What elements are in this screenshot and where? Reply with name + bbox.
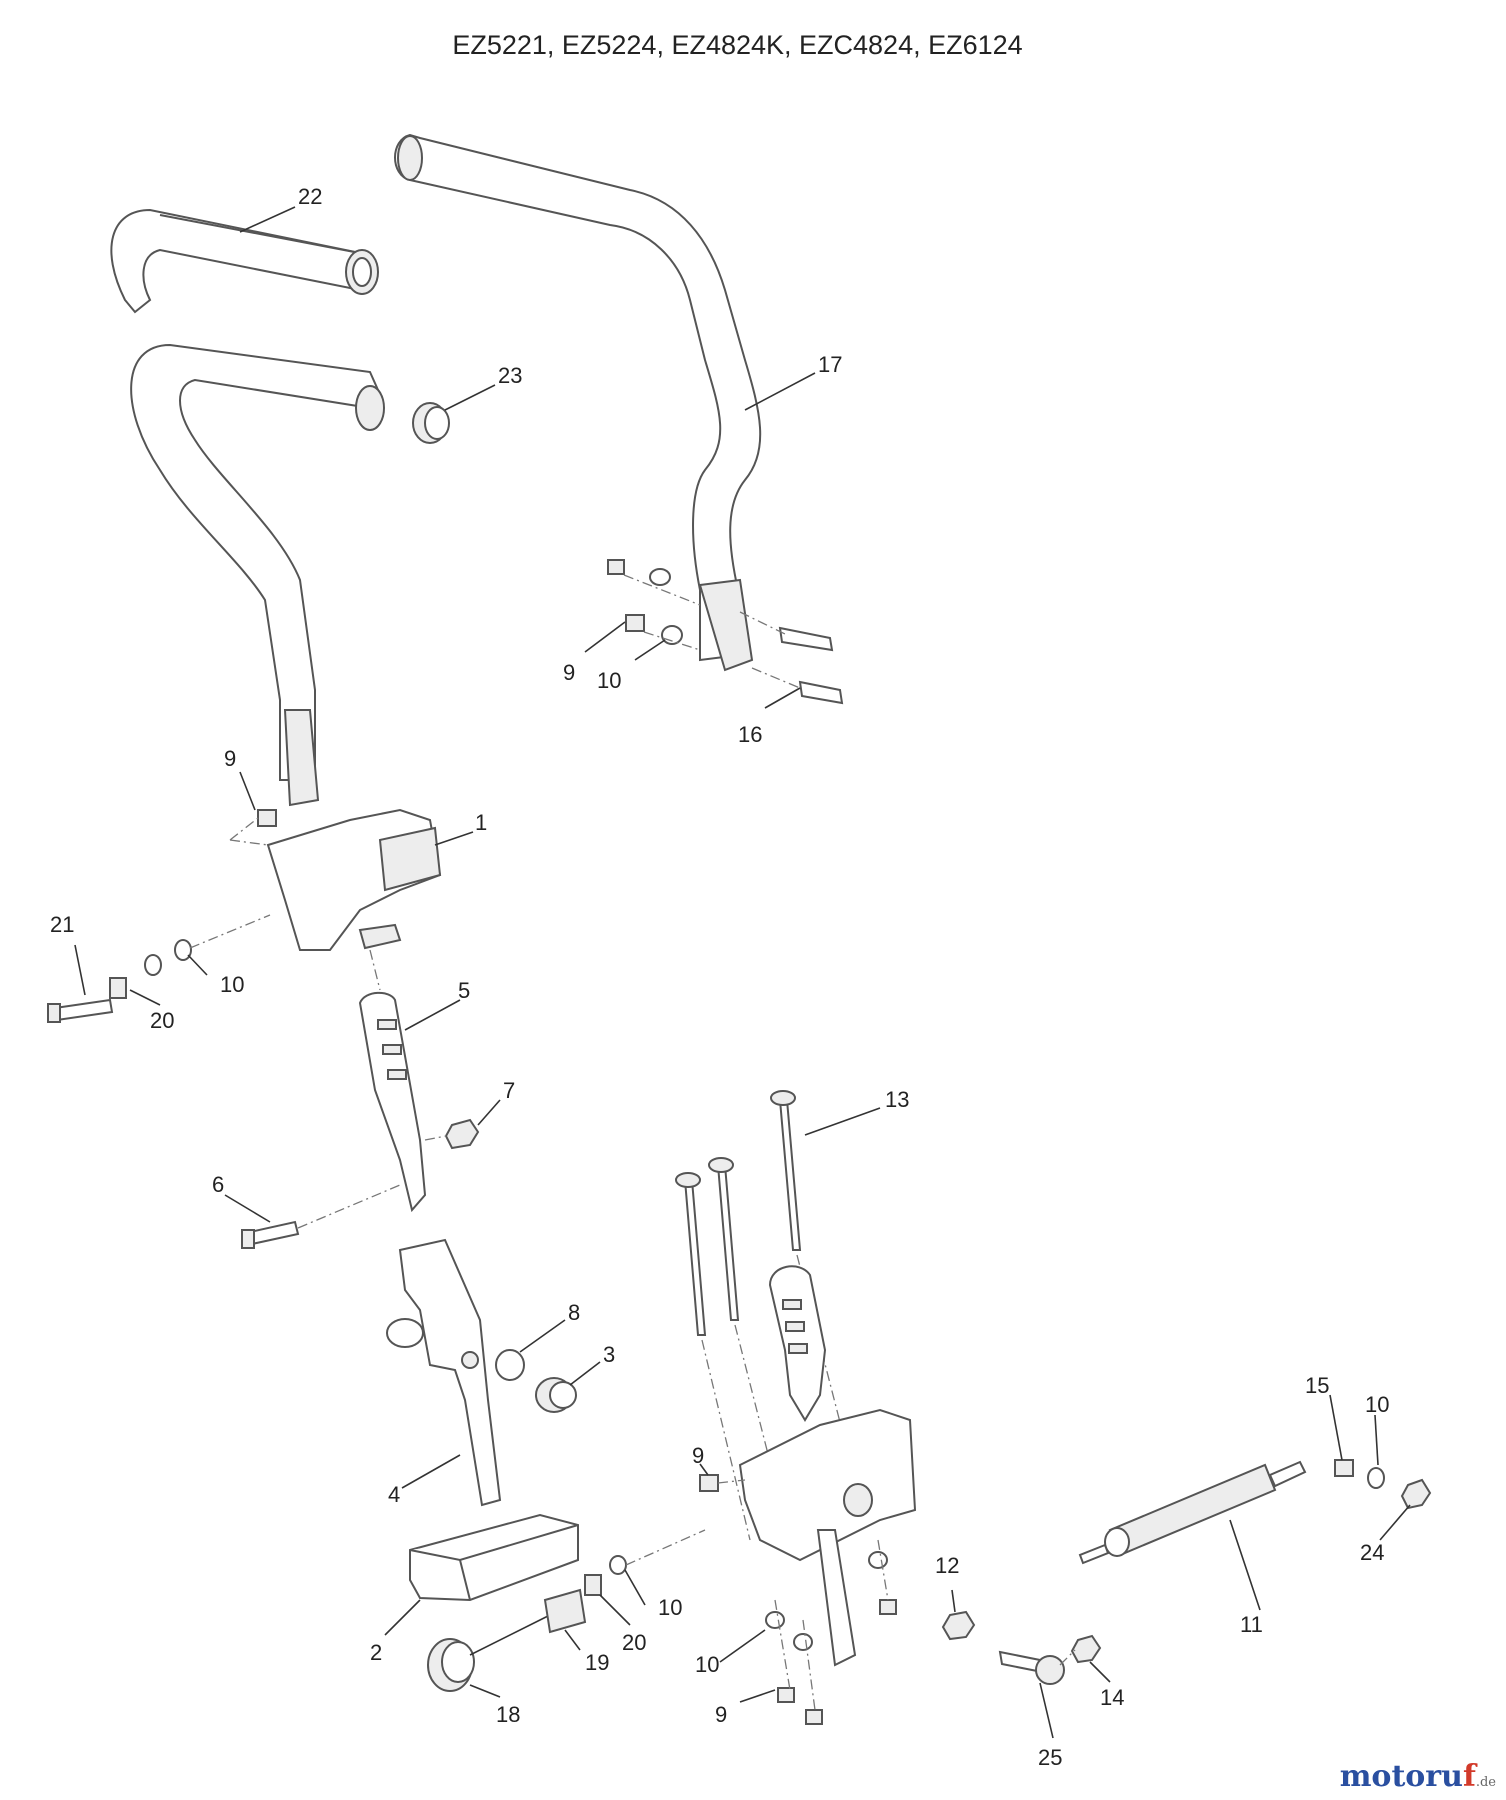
part-15-stud [1334,1459,1354,1477]
watermark-logo: motoruf.de [1340,1759,1496,1794]
label-9b: 9 [224,746,236,771]
part-24-nut [1400,1478,1432,1510]
label-22: 22 [298,184,322,209]
page-title: EZ5221, EZ5224, EZ4824K, EZC4824, EZ6124 [452,30,1023,60]
part-6-bolt [241,1184,401,1249]
label-25: 25 [1038,1745,1062,1770]
part-12-nut [941,1610,976,1641]
part-23-plug [412,402,450,444]
label-1: 1 [475,810,487,835]
part-21-bolt [47,998,114,1023]
hardware-cluster-lower [765,1539,897,1725]
label-10d: 10 [658,1595,682,1620]
label-20b: 20 [622,1630,646,1655]
label-19: 19 [585,1650,609,1675]
label-3: 3 [603,1342,615,1367]
label-14: 14 [1100,1685,1124,1710]
part-10-washers-upper [144,914,381,991]
label-16: 16 [738,722,762,747]
label-5: 5 [458,978,470,1003]
part-22-handle-bar [110,208,379,314]
label-10e: 10 [695,1652,719,1677]
part-20-spring-lower [584,1574,602,1596]
right-lever-assembly [699,1265,917,1667]
label-9d: 9 [715,1702,727,1727]
label-17: 17 [818,352,842,377]
watermark-main: motoru [1339,1759,1463,1794]
part-1-control-bracket [229,808,442,951]
part-14-nut [1070,1634,1102,1664]
label-21: 21 [50,912,74,937]
label-9a: 9 [563,660,575,685]
label-4: 4 [388,1482,400,1507]
part-3-bushing [535,1377,577,1413]
part-8-ring [495,1349,525,1381]
watermark-accent: f [1462,1759,1476,1794]
label-15: 15 [1305,1373,1329,1398]
hardware-cluster-upper [607,559,844,705]
label-24: 24 [1360,1540,1384,1565]
label-2: 2 [370,1640,382,1665]
part-9-nut-upper-left [257,809,277,827]
part-10-washer-right [1367,1467,1385,1489]
label-7: 7 [503,1078,515,1103]
label-6: 6 [212,1172,224,1197]
watermark-suffix: .de [1475,1775,1496,1790]
label-11: 11 [1240,1612,1263,1637]
part-20-spring-upper [109,977,127,999]
leader-lines [74,206,1411,1739]
label-13: 13 [885,1087,909,1112]
part-10-washer-mid [609,1529,706,1575]
part-4-arm [386,1238,502,1507]
part-labels: 22 23 17 9 10 16 9 1 21 10 20 5 7 6 13 8… [50,184,1389,1770]
label-10a: 10 [597,668,621,693]
part-2-base [409,1513,579,1602]
part-17-handle [394,133,762,672]
part-11-damper [1078,1460,1307,1565]
part-7-nut [424,1118,480,1150]
label-23: 23 [498,363,522,388]
label-10b: 10 [220,972,244,997]
part-5-lever [358,991,427,1213]
label-8: 8 [568,1300,580,1325]
part-18-knob [427,1614,551,1692]
label-12: 12 [935,1553,959,1578]
left-handle-tube [130,343,385,807]
label-10c: 10 [1365,1392,1389,1417]
part-19-sleeve [543,1588,587,1634]
label-20a: 20 [150,1008,174,1033]
label-9c: 9 [692,1443,704,1468]
part-25-ball-joint [998,1649,1076,1685]
label-18: 18 [496,1702,520,1727]
